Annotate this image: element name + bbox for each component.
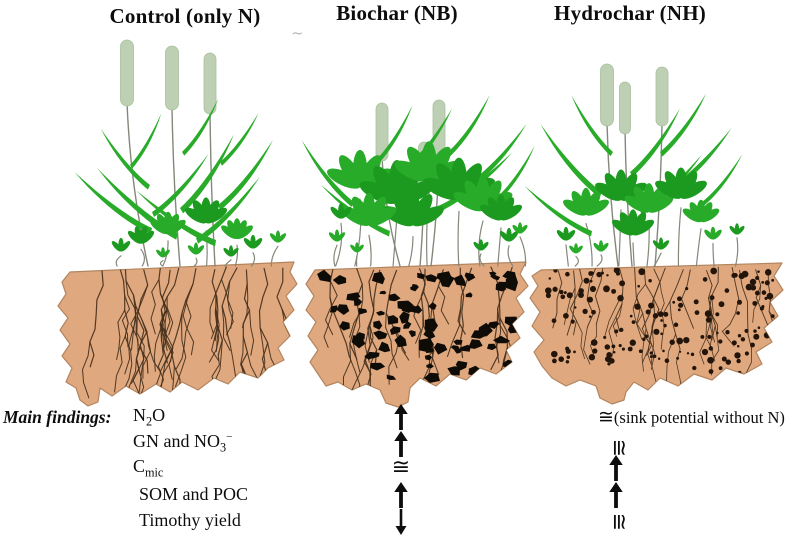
- hydrochar-cmic-symbol: [609, 455, 624, 484]
- biochar-n2o-symbol: [394, 404, 409, 433]
- clover-leaf: [184, 197, 228, 224]
- clover-leaf: [611, 209, 655, 236]
- clover-leaf: [624, 183, 674, 213]
- finding-parameter-cmic: Cmic: [133, 456, 164, 480]
- column-title-control: Control (only N): [109, 4, 261, 28]
- clover-leaf: [512, 222, 528, 234]
- clover-leaf: [156, 247, 170, 258]
- arrow-up-icon: [609, 482, 623, 508]
- clover-leaf: [328, 229, 346, 242]
- clover-leaf: [221, 218, 253, 240]
- hydrochar-particles: [545, 267, 775, 375]
- finding-parameter-yield: Timothy yield: [139, 510, 241, 530]
- arrow-up-icon: [394, 431, 408, 457]
- clover-leaf: [473, 239, 489, 251]
- finding-parameter-n2o: N2O: [133, 405, 166, 429]
- biochar-cmic-symbol: ≅: [391, 455, 411, 480]
- control-plants: [74, 39, 287, 267]
- clover-leaf: [341, 192, 397, 226]
- finding-parameter-gn-no3: GN and NO3−: [133, 431, 233, 455]
- clover-leaf: [556, 226, 576, 241]
- main-findings-heading: Main findings:: [3, 407, 112, 427]
- finding-parameter-som-poc: SOM and POC: [139, 484, 249, 504]
- clover-leaf: [593, 240, 609, 252]
- biochar-gn-no3-symbol: [394, 431, 409, 460]
- clover-leaf: [682, 199, 720, 223]
- column-title-biochar: Biochar (NB): [336, 1, 458, 25]
- clover-leaf: [655, 167, 707, 199]
- clover-leaf: [704, 226, 722, 240]
- hydrochar-som-poc-symbol: [609, 482, 624, 511]
- clover-leaf: [243, 234, 263, 249]
- arrow-up-icon: [609, 455, 623, 481]
- clover-leaf: [269, 230, 287, 243]
- hydrochar-yield-symbol: ≅: [606, 512, 631, 532]
- control-soil-block: [57, 261, 298, 407]
- arrow-up-icon: [394, 404, 408, 430]
- clover-leaf: [127, 226, 155, 244]
- column-title-hydrochar: Hydrochar (NH): [554, 1, 706, 25]
- clover-leaf: [187, 242, 205, 255]
- hydrochar-plants: [524, 63, 745, 267]
- clover-leaf: [330, 203, 352, 219]
- biochar-particles: [317, 269, 521, 383]
- biochar-plants: [301, 94, 535, 267]
- hydrochar-n2o-finding: ≅(sink potential without N): [598, 408, 785, 428]
- clover-leaf: [223, 245, 239, 257]
- hydrochar-n2o-note: (sink potential without N): [613, 408, 785, 427]
- clover-leaf: [569, 243, 583, 254]
- arrow-down-icon: [395, 509, 407, 535]
- clover-leaf: [499, 227, 519, 242]
- biochar-yield-symbol: [394, 509, 409, 538]
- clover-leaf: [563, 187, 609, 216]
- clover-leaf: [150, 211, 186, 235]
- clover-leaf: [729, 223, 745, 235]
- clover-leaf: [479, 194, 523, 221]
- biochar-som-poc-symbol: [394, 482, 409, 511]
- approx-equal-symbol: ≅: [598, 406, 614, 428]
- arrow-up-icon: [394, 482, 408, 508]
- clover-leaf: [350, 242, 364, 253]
- clover-leaf: [111, 237, 131, 252]
- clover-leaf: [652, 237, 670, 250]
- stray-mark: ~: [291, 24, 304, 42]
